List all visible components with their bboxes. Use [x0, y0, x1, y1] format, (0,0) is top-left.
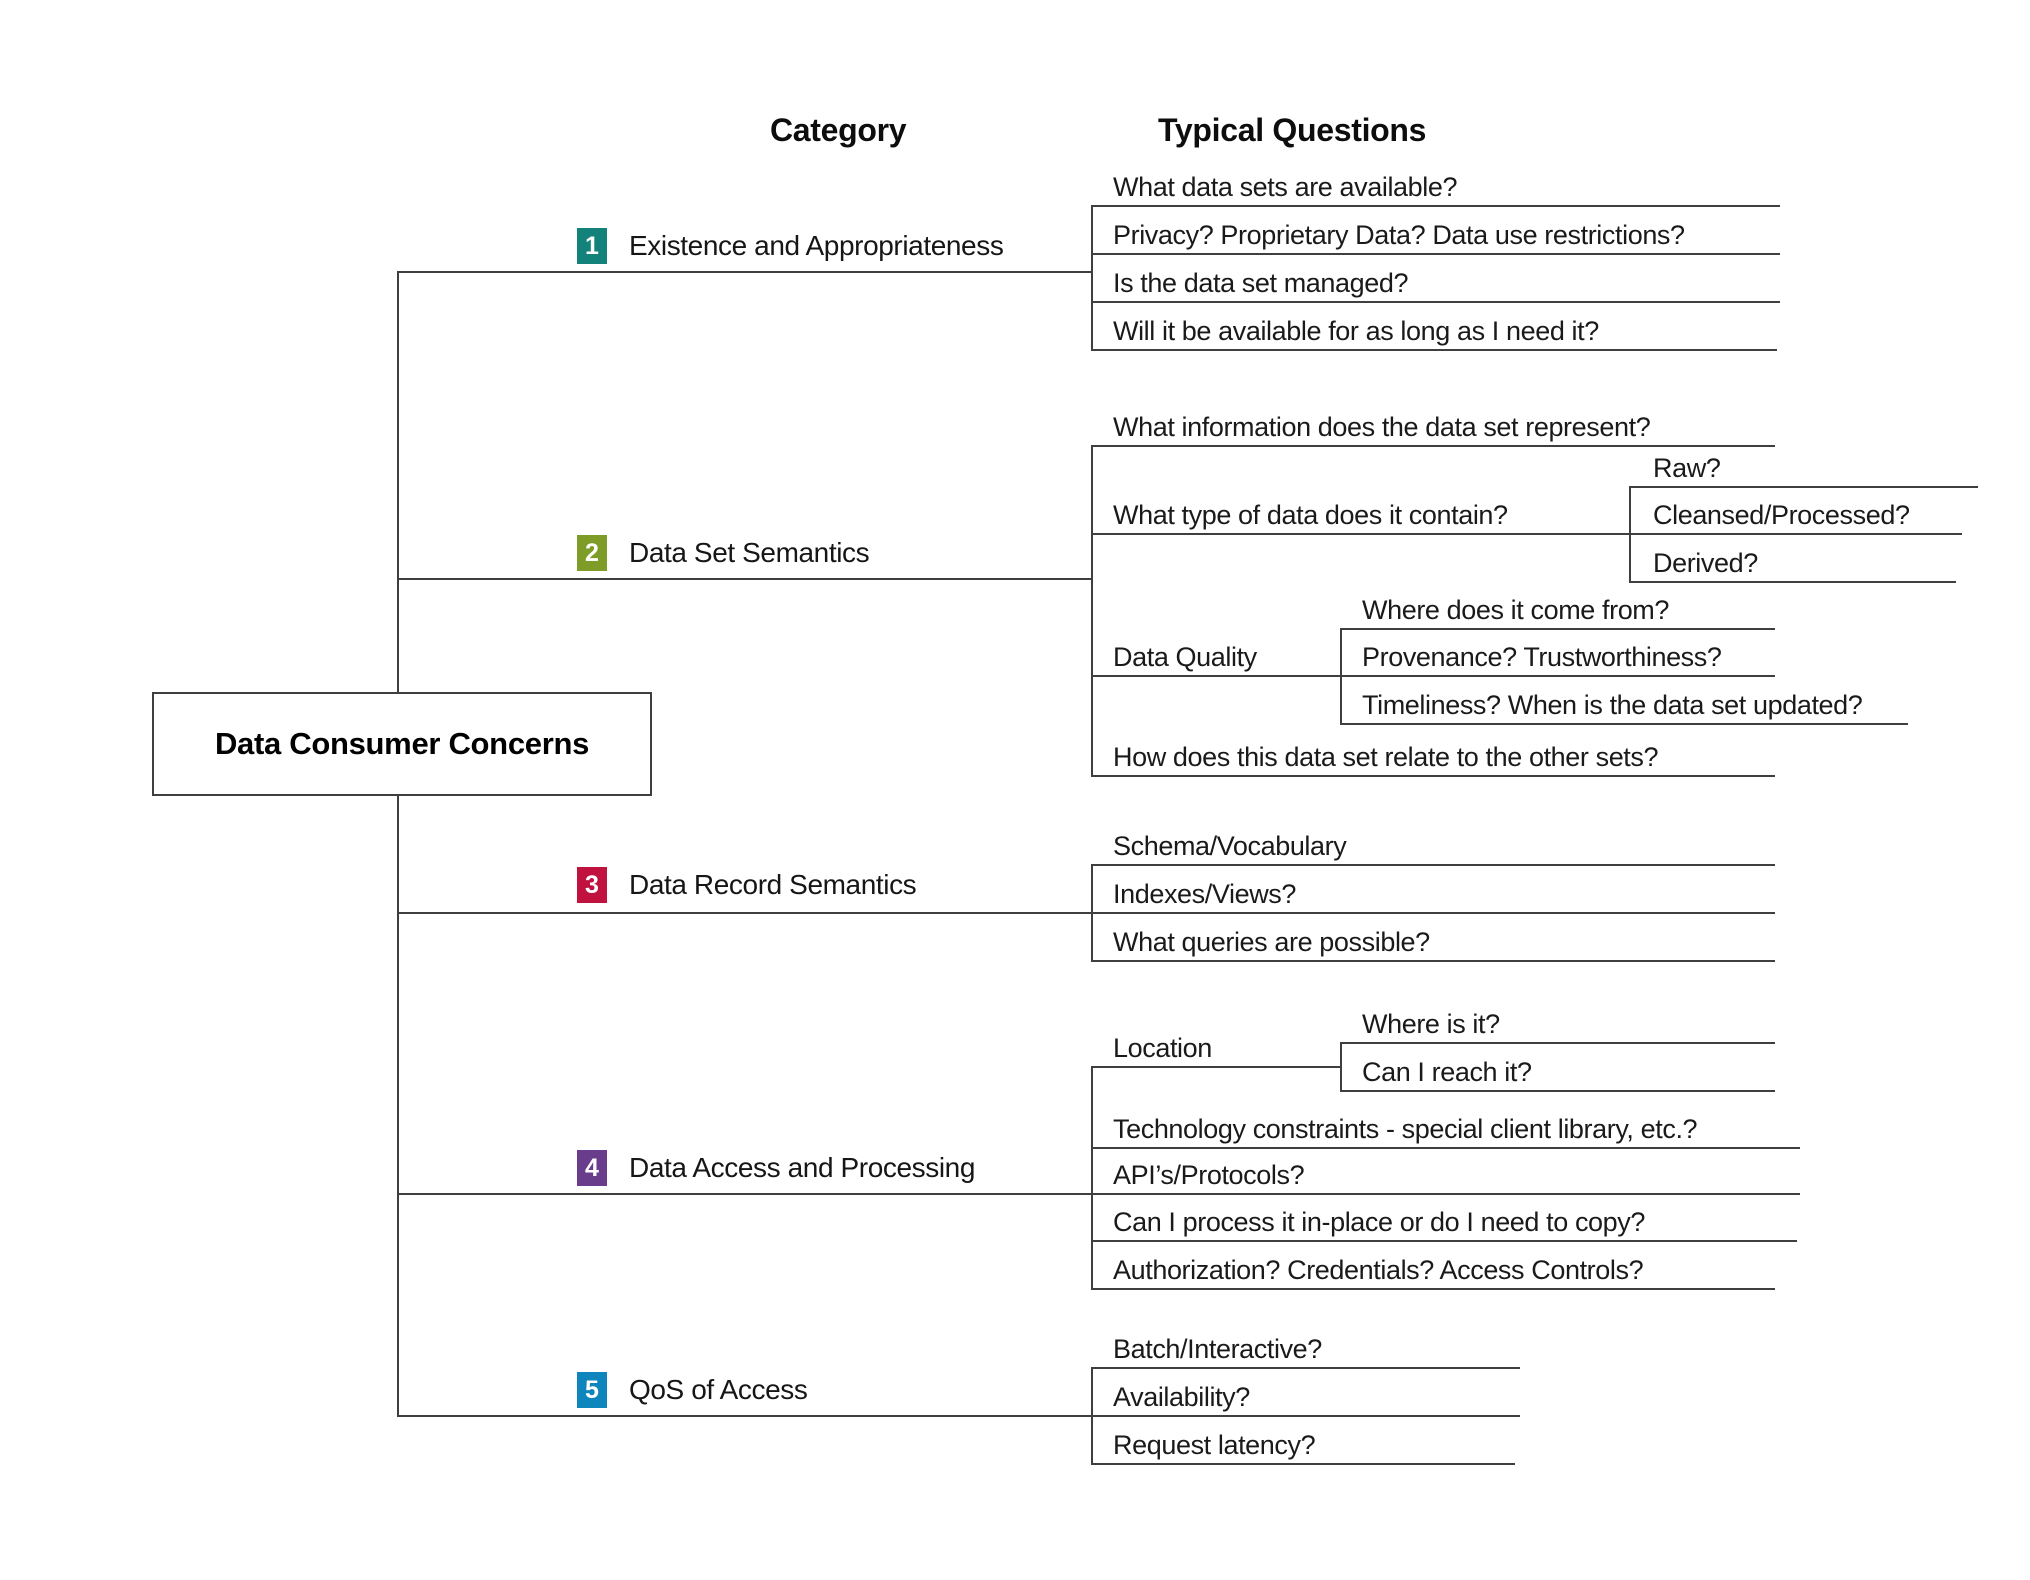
bracket-cat4-location	[1340, 1042, 1342, 1092]
underline-cat3-3	[1091, 960, 1775, 962]
category-label-5: QoS of Access	[629, 1374, 808, 1405]
underline-cat2-wherefrom	[1340, 628, 1775, 630]
underline-cat2-quality	[1091, 675, 1340, 677]
underline-cat1-2	[1091, 253, 1780, 255]
bracket-cat2-type	[1629, 486, 1631, 583]
question-cat5-2: Availability?	[1113, 1382, 1250, 1412]
question-cat4-apis: API’s/Protocols?	[1113, 1160, 1305, 1190]
root-node: Data Consumer Concerns	[152, 692, 652, 796]
question-cat2-cleansed: Cleansed/Processed?	[1653, 500, 1910, 530]
question-cat2-relate: How does this data set relate to the oth…	[1113, 742, 1659, 772]
underline-cat1-4	[1091, 349, 1777, 351]
question-cat1-1: What data sets are available?	[1113, 172, 1458, 202]
category-label-2: Data Set Semantics	[629, 537, 870, 568]
underline-cat5-3	[1091, 1463, 1515, 1465]
underline-cat1-3	[1091, 301, 1780, 303]
question-cat1-3: Is the data set managed?	[1113, 268, 1409, 298]
branch-line-1	[397, 271, 1091, 273]
category-item-1: 1 Existence and Appropriateness	[577, 226, 1004, 266]
bracket-cat4	[1091, 1066, 1093, 1290]
branch-line-4	[397, 1193, 1091, 1195]
question-cat3-1: Schema/Vocabulary	[1113, 831, 1347, 861]
underline-cat2-1	[1091, 445, 1775, 447]
question-cat4-technology: Technology constraints - special client …	[1113, 1114, 1698, 1144]
question-cat5-1: Batch/Interactive?	[1113, 1334, 1322, 1364]
underline-cat1-1	[1091, 205, 1780, 207]
question-cat2-quality: Data Quality	[1113, 642, 1257, 672]
underline-cat2-type	[1091, 533, 1629, 535]
underline-cat2-raw	[1629, 486, 1978, 488]
bracket-cat2-quality	[1340, 628, 1342, 725]
category-badge-3: 3	[577, 867, 607, 903]
category-badge-2: 2	[577, 535, 607, 571]
question-cat3-3: What queries are possible?	[1113, 927, 1430, 957]
question-cat5-3: Request latency?	[1113, 1430, 1316, 1460]
question-cat4-whereisit: Where is it?	[1362, 1009, 1500, 1039]
underline-cat5-1	[1091, 1367, 1520, 1369]
category-badge-1: 1	[577, 228, 607, 264]
question-cat4-reach: Can I reach it?	[1362, 1057, 1532, 1087]
category-item-3: 3 Data Record Semantics	[577, 865, 917, 905]
question-cat2-timeliness: Timeliness? When is the data set updated…	[1362, 690, 1863, 720]
bracket-cat2	[1091, 445, 1093, 777]
column-header-category: Category	[770, 112, 907, 148]
category-label-3: Data Record Semantics	[629, 869, 917, 900]
underline-cat4-inplace	[1091, 1240, 1797, 1242]
bracket-cat1	[1091, 205, 1093, 351]
question-cat1-4: Will it be available for as long as I ne…	[1113, 316, 1599, 346]
question-cat3-2: Indexes/Views?	[1113, 879, 1297, 909]
category-item-2: 2 Data Set Semantics	[577, 533, 870, 573]
underline-cat4-whereisit	[1340, 1042, 1775, 1044]
underline-cat4-authorization	[1091, 1288, 1775, 1290]
underline-cat4-technology	[1091, 1147, 1800, 1149]
underline-cat4-location	[1091, 1066, 1340, 1068]
underline-cat5-2	[1091, 1415, 1520, 1417]
category-item-4: 4 Data Access and Processing	[577, 1148, 975, 1188]
category-item-5: 5 QoS of Access	[577, 1370, 808, 1410]
question-cat1-2: Privacy? Proprietary Data? Data use rest…	[1113, 220, 1685, 250]
underline-cat2-derived	[1629, 581, 1956, 583]
question-cat2-wherefrom: Where does it come from?	[1362, 595, 1670, 625]
branch-line-3	[397, 912, 1091, 914]
category-label-4: Data Access and Processing	[629, 1152, 976, 1183]
underline-cat2-relate	[1091, 775, 1775, 777]
root-node-label: Data Consumer Concerns	[214, 726, 590, 761]
question-cat4-inplace: Can I process it in-place or do I need t…	[1113, 1207, 1646, 1237]
underline-cat4-apis	[1091, 1193, 1800, 1195]
underline-cat3-2	[1091, 912, 1775, 914]
category-badge-4: 4	[577, 1150, 607, 1186]
question-cat2-derived: Derived?	[1653, 548, 1758, 578]
question-cat2-provenance: Provenance? Trustworthiness?	[1362, 642, 1722, 672]
question-cat2-1: What information does the data set repre…	[1113, 412, 1651, 442]
question-cat4-authorization: Authorization? Credentials? Access Contr…	[1113, 1255, 1644, 1285]
branch-line-2	[397, 578, 1091, 580]
underline-cat2-timeliness	[1340, 723, 1908, 725]
column-header-typical-questions: Typical Questions	[1158, 112, 1427, 148]
question-cat2-raw: Raw?	[1653, 453, 1721, 483]
branch-line-5	[397, 1415, 1091, 1417]
underline-cat2-provenance	[1340, 675, 1775, 677]
category-badge-5: 5	[577, 1372, 607, 1408]
spine-line	[397, 271, 399, 1417]
underline-cat3-1	[1091, 864, 1775, 866]
question-cat2-type: What type of data does it contain?	[1113, 500, 1508, 530]
underline-cat4-reach	[1340, 1090, 1775, 1092]
underline-cat2-cleansed	[1629, 533, 1962, 535]
category-label-1: Existence and Appropriateness	[629, 230, 1004, 261]
question-cat4-location: Location	[1113, 1033, 1212, 1063]
